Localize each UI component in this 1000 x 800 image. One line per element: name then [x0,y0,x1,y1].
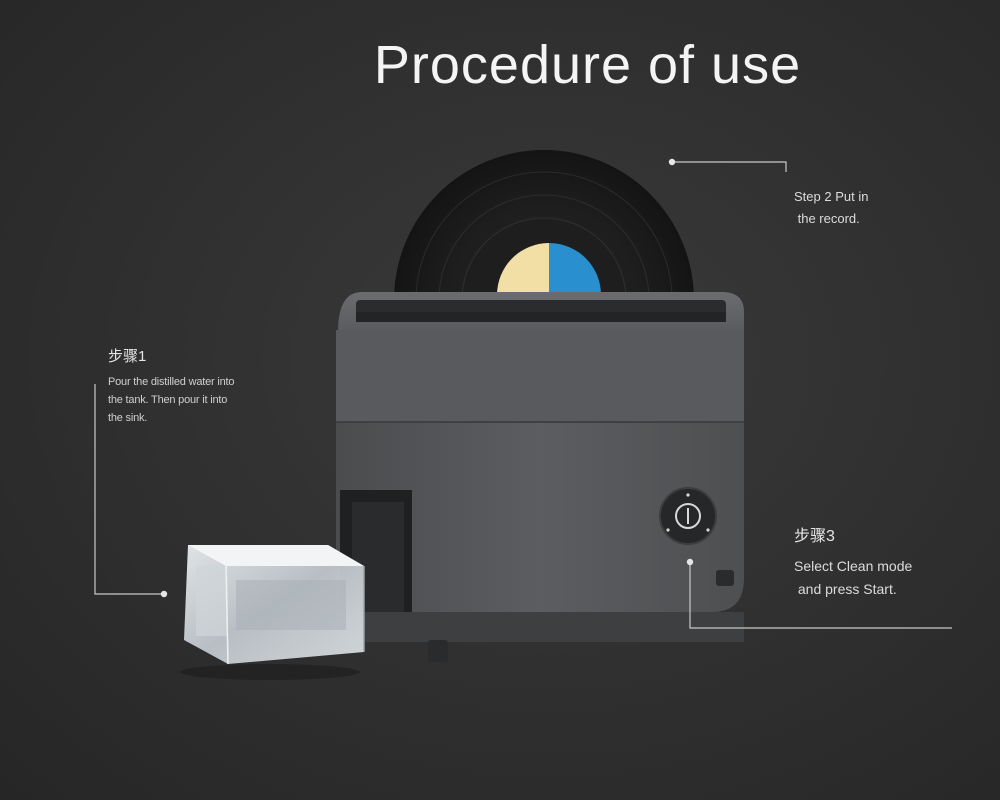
step3-line: and press Start. [794,581,897,597]
callout-dot-step2 [668,158,676,166]
step2-callout: Step 2 Put in the record. [794,186,934,230]
cleaner-device [336,292,744,662]
step2-line: Step 2 Put in [794,189,869,204]
step1-line: Pour the distilled water into [108,376,235,388]
step3-line: Select Clean mode [794,558,913,574]
step1-heading: 步骤1 [108,348,147,365]
power-button-icon [659,487,717,545]
step1-callout: 步骤1 Pour the distilled water into the ta… [108,346,298,427]
step2-line: the record. [794,211,860,226]
page-title: Procedure of use [373,35,802,95]
step3-heading: 步骤3 [794,528,835,545]
step1-line: the sink. [108,412,148,424]
step3-callout: 步骤3 Select Clean mode and press Start. [794,526,974,601]
step1-line: the tank. Then pour it into [108,394,228,406]
callout-lines [94,161,952,629]
callout-dot-step1 [160,590,168,598]
callout-dot-step3 [686,558,694,566]
water-tank [180,545,365,680]
